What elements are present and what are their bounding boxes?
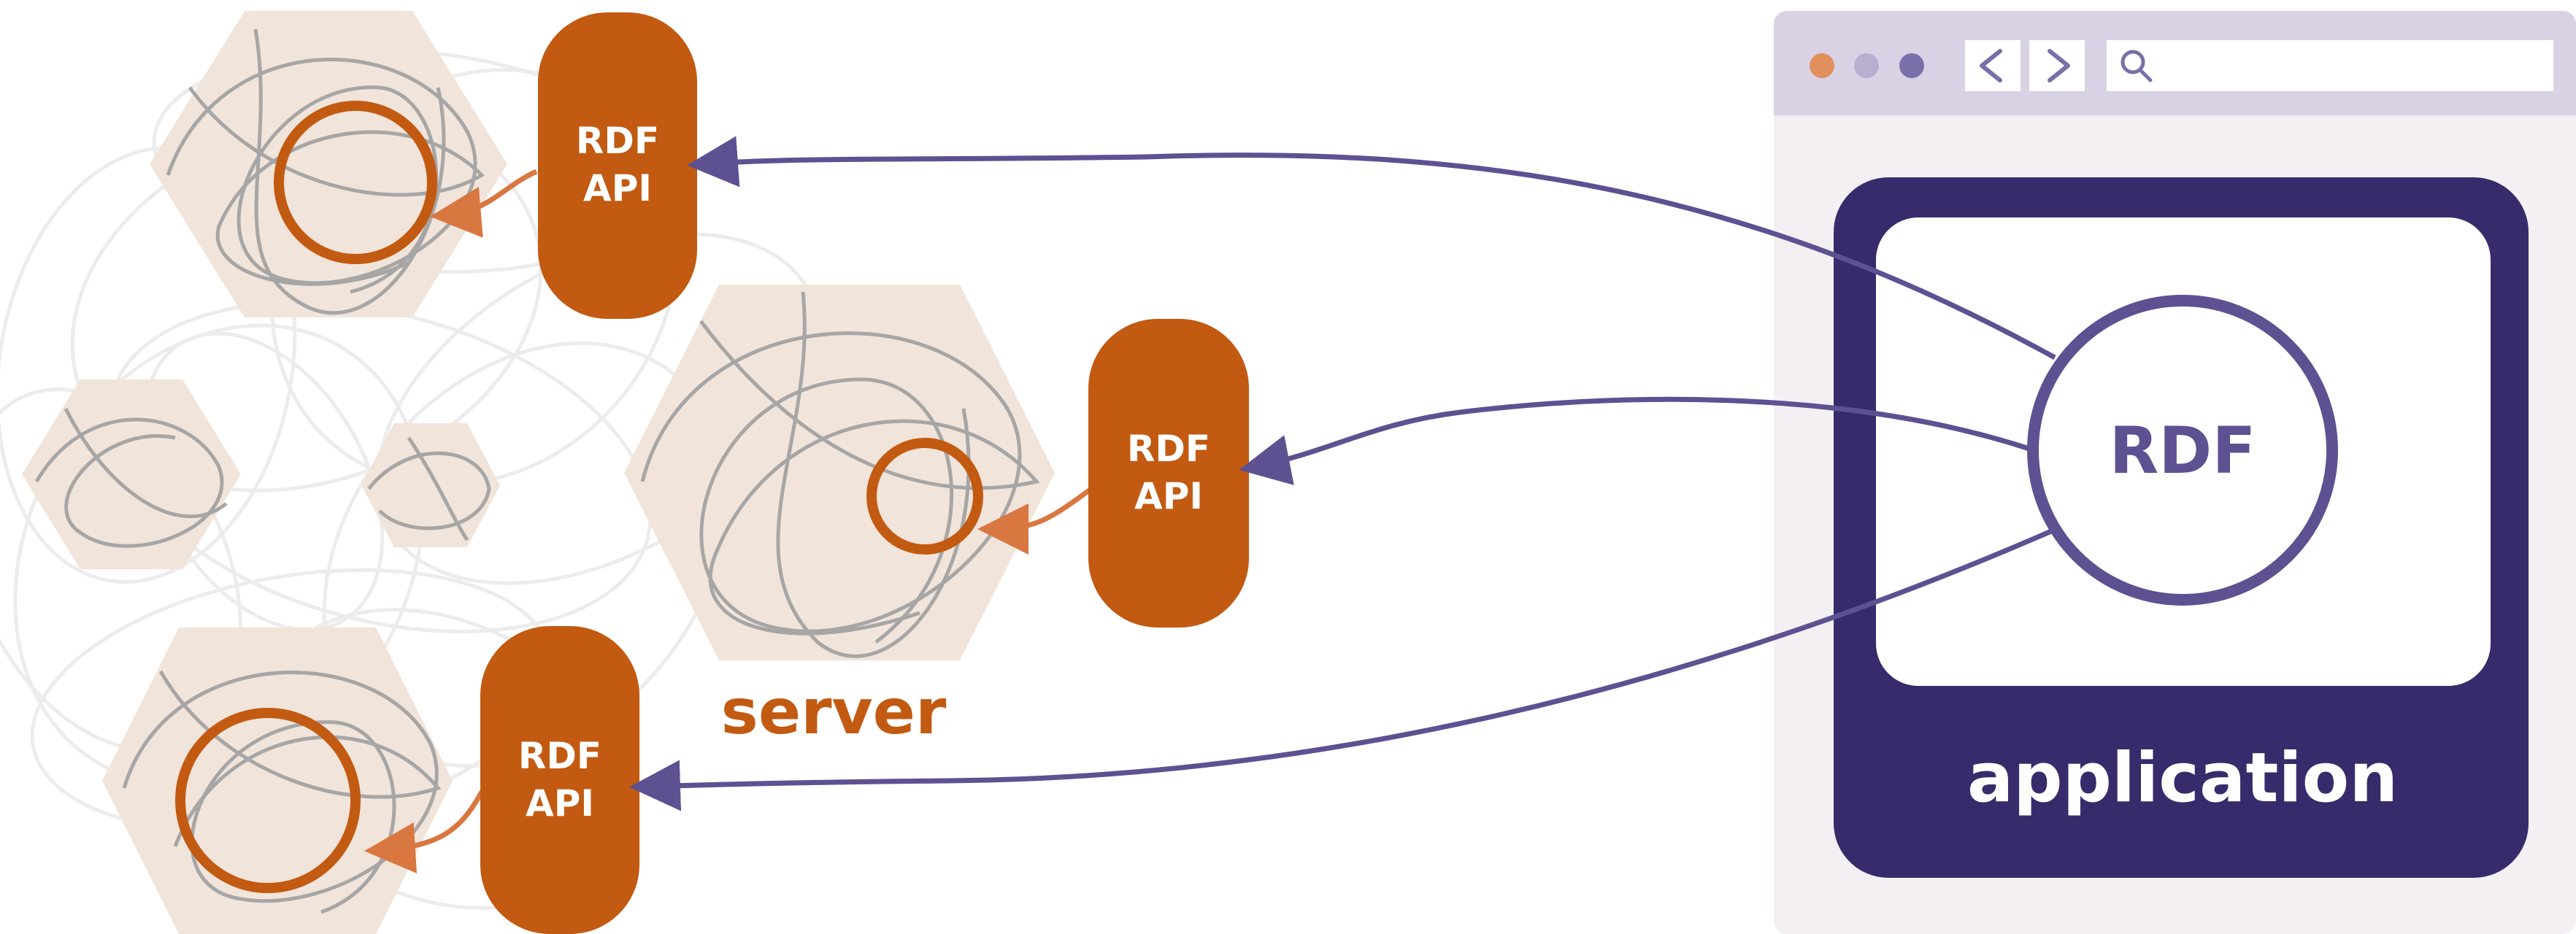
arrow-api-bottom-to-resource <box>364 790 485 873</box>
rdf-api-bottom-line2: API <box>526 782 594 825</box>
arrow-rdf-to-api-middle <box>1239 396 2031 485</box>
rdf-api-middle: RDF API <box>1088 319 1249 628</box>
rdf-api-middle-line1: RDF <box>1127 428 1210 470</box>
back-button[interactable] <box>1965 40 2021 91</box>
arrow-api-top-to-resource <box>430 169 538 238</box>
search-icon <box>2121 50 2153 82</box>
address-bar[interactable] <box>2107 40 2553 91</box>
arrow-rdf-to-api-top <box>687 136 2056 360</box>
api-to-resource-arrows <box>364 169 1093 873</box>
rdf-circle <box>2027 295 2338 606</box>
pod-center-small <box>361 423 500 547</box>
forward-icon <box>2048 49 2070 82</box>
application-label: application <box>1967 738 2398 818</box>
forward-button[interactable] <box>2029 40 2085 91</box>
rdf-api-bottom: RDF API <box>480 626 639 934</box>
resource-circle-middle <box>866 438 983 555</box>
rdf-api-top: RDF API <box>538 12 697 319</box>
rdf-api-top-line1: RDF <box>576 120 659 162</box>
rdf-label: RDF <box>2110 413 2256 488</box>
rdf-api-bottom-line1: RDF <box>518 735 601 777</box>
arrow-api-middle-to-resource <box>977 487 1093 555</box>
pod-center-right <box>624 285 1055 660</box>
resource-circle-bottom <box>175 708 361 893</box>
maximize-dot[interactable] <box>1899 53 1924 78</box>
server-label: server <box>721 676 947 749</box>
resource-circle-top <box>274 101 437 264</box>
arrow-rdf-to-api-bottom <box>629 528 2053 811</box>
pod-left-small <box>22 379 241 569</box>
close-dot[interactable] <box>1810 53 1834 78</box>
rdf-api-middle-line2: API <box>1134 475 1203 517</box>
rdf-to-api-arrows <box>629 136 2056 811</box>
back-icon <box>1980 49 2002 82</box>
minimize-dot[interactable] <box>1854 53 1879 78</box>
rdf-api-top-line2: API <box>583 167 652 209</box>
